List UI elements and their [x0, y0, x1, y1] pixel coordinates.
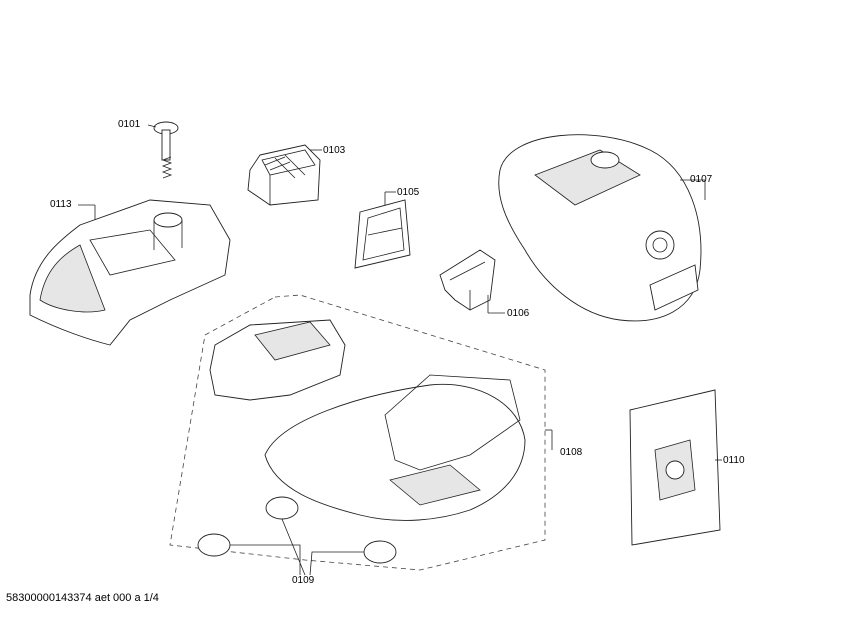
part-label-0105: 0105 [397, 187, 420, 198]
part-label-0106: 0106 [507, 308, 530, 319]
part-0106-drawing [439, 249, 505, 314]
part-label-0101: 0101 [118, 119, 141, 130]
part-label-0108: 0108 [560, 447, 583, 458]
part-label-0103: 0103 [323, 145, 346, 156]
part-0113-drawing [29, 199, 231, 346]
drawing-reference-footer: 58300000143374 aet 000 a 1/4 [6, 592, 159, 604]
part-0101-drawing [147, 121, 179, 179]
part-0110-drawing [629, 389, 722, 546]
part-label-0110: 0110 [723, 455, 745, 466]
part-label-0113: 0113 [50, 199, 72, 210]
part-0109-drawing [197, 496, 397, 576]
part-label-0107: 0107 [690, 174, 713, 185]
part-0107-drawing [498, 134, 706, 322]
part-0103-drawing [247, 144, 322, 206]
part-0108-drawing [169, 294, 553, 571]
part-label-0109: 0109 [292, 575, 315, 586]
part-0105-drawing [354, 191, 411, 269]
